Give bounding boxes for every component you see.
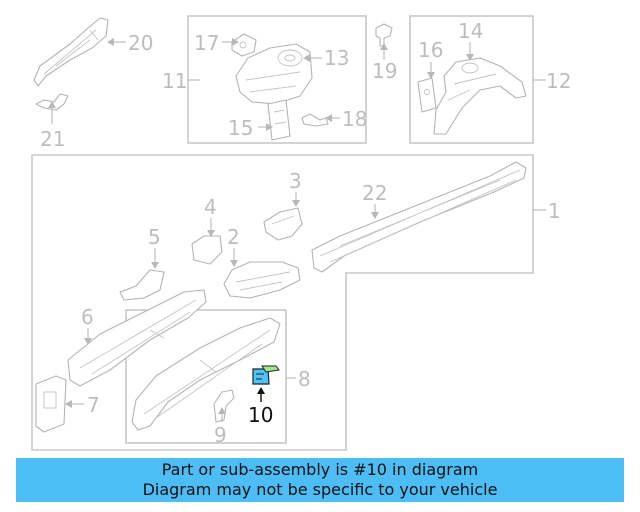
callout-11[interactable]: 11 bbox=[162, 69, 187, 93]
leaders bbox=[48, 38, 546, 422]
part-17[interactable] bbox=[231, 33, 257, 57]
callout-19[interactable]: 19 bbox=[372, 59, 397, 83]
part-4[interactable] bbox=[191, 235, 223, 265]
callout-20[interactable]: 20 bbox=[128, 31, 153, 55]
part-9[interactable] bbox=[213, 389, 235, 423]
callout-14[interactable]: 14 bbox=[458, 19, 483, 43]
callout-7[interactable]: 7 bbox=[87, 393, 100, 417]
part-2[interactable] bbox=[223, 261, 301, 299]
callout-8[interactable]: 8 bbox=[298, 367, 311, 391]
banner-line-1: Part or sub-assembly is #10 in diagram bbox=[161, 460, 479, 479]
banner-line-2: Diagram may not be specific to your vehi… bbox=[142, 480, 498, 499]
part-19[interactable] bbox=[375, 23, 393, 47]
callout-2[interactable]: 2 bbox=[227, 225, 240, 249]
part-6[interactable] bbox=[67, 289, 207, 387]
part-22[interactable] bbox=[311, 161, 527, 273]
part-5[interactable] bbox=[119, 269, 165, 301]
callout-17[interactable]: 17 bbox=[194, 31, 219, 55]
callout-9[interactable]: 9 bbox=[214, 423, 227, 447]
callout-10[interactable]: 10 bbox=[248, 403, 273, 427]
callout-12[interactable]: 12 bbox=[546, 69, 571, 93]
part-3[interactable] bbox=[263, 207, 303, 241]
callout-18[interactable]: 18 bbox=[342, 107, 367, 131]
callout-3[interactable]: 3 bbox=[289, 169, 302, 193]
callout-4[interactable]: 4 bbox=[204, 195, 217, 219]
part-13[interactable] bbox=[235, 43, 313, 105]
parts-diagram: 20 21 17 13 11 15 18 19 16 14 12 22 1 3 … bbox=[31, 15, 571, 451]
part-15[interactable] bbox=[267, 99, 291, 141]
part-7[interactable] bbox=[35, 375, 67, 433]
callout-21[interactable]: 21 bbox=[40, 127, 65, 151]
part-14[interactable] bbox=[433, 57, 527, 135]
part-20[interactable] bbox=[33, 17, 109, 87]
group-box-8 bbox=[125, 309, 287, 444]
callout-16[interactable]: 16 bbox=[418, 38, 443, 62]
callout-22[interactable]: 22 bbox=[362, 181, 387, 205]
part-10[interactable] bbox=[252, 365, 280, 385]
callout-15[interactable]: 15 bbox=[228, 116, 253, 140]
callout-1[interactable]: 1 bbox=[548, 199, 561, 223]
callout-13[interactable]: 13 bbox=[324, 46, 349, 70]
info-banner: Part or sub-assembly is #10 in diagram D… bbox=[16, 458, 624, 502]
part-18[interactable] bbox=[301, 113, 329, 127]
part-8[interactable] bbox=[131, 317, 281, 431]
part-16[interactable] bbox=[417, 77, 437, 113]
group-box-1 bbox=[31, 154, 534, 451]
callout-6[interactable]: 6 bbox=[81, 305, 94, 329]
callout-5[interactable]: 5 bbox=[148, 225, 161, 249]
